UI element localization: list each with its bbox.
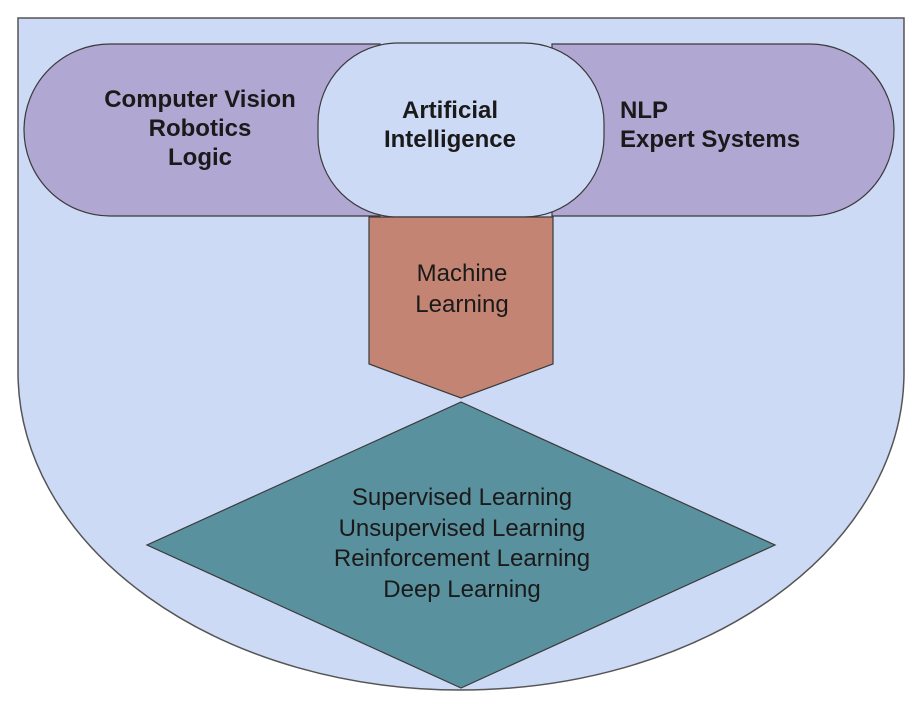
right-group-label: NLP Expert Systems bbox=[560, 97, 840, 155]
ml-line: Machine bbox=[416, 260, 508, 287]
right-item: NLP bbox=[620, 97, 668, 124]
left-item: Robotics bbox=[148, 114, 252, 142]
left-group-label: Computer Vision Robotics Logic bbox=[40, 86, 360, 172]
ml-type-item: Reinforcement Learning bbox=[333, 545, 591, 573]
ml-type-item: Deep Learning bbox=[383, 576, 541, 604]
center-line: Intelligence bbox=[383, 125, 517, 153]
ml-line: Learning bbox=[415, 291, 509, 319]
left-item: Logic bbox=[168, 143, 232, 171]
ml-arrow bbox=[368, 216, 554, 399]
right-item: Expert Systems bbox=[620, 125, 801, 153]
ml-type-item: Unsupervised Learning bbox=[338, 514, 586, 542]
center-label: Artificial Intelligence bbox=[330, 97, 570, 155]
left-item: Computer Vision bbox=[104, 86, 296, 113]
right-pill bbox=[551, 43, 895, 217]
left-pill bbox=[23, 43, 381, 217]
machine-learning-label: Machine Learning bbox=[370, 258, 554, 320]
center-line: Artificial bbox=[401, 97, 499, 124]
ml-types-label: Supervised Learning Unsupervised Learnin… bbox=[262, 483, 662, 606]
ml-types-diamond bbox=[145, 401, 777, 689]
ml-type-item: Supervised Learning bbox=[351, 484, 573, 511]
